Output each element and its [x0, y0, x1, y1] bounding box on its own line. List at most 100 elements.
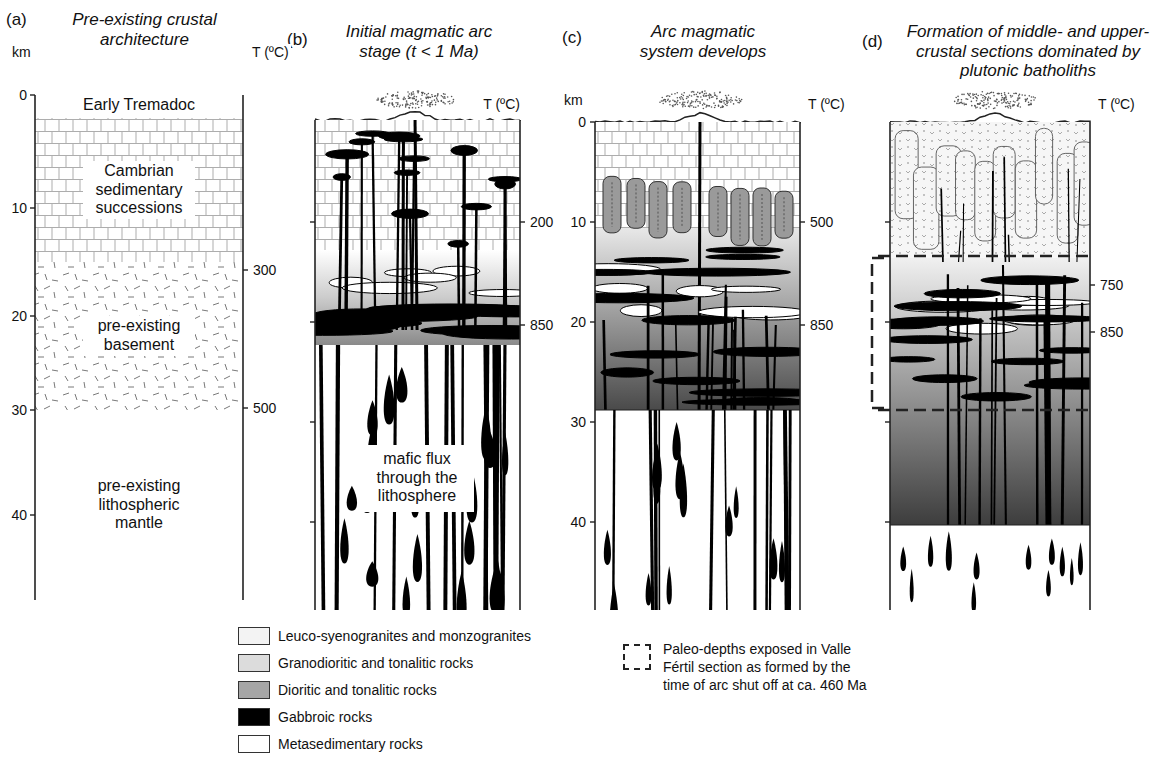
- eruption-stipple: [689, 94, 691, 96]
- eruption-stipple: [447, 96, 449, 98]
- gabbro-dyke: [1062, 275, 1064, 525]
- eruption-stipple: [957, 103, 959, 105]
- eruption-stipple: [680, 98, 682, 100]
- eruption-stipple: [684, 101, 686, 103]
- gabbro-dyke: [725, 410, 727, 610]
- label-slot: T (ºC): [481, 95, 522, 113]
- eruption-stipple: [967, 99, 969, 101]
- eruption-stipple: [666, 95, 668, 97]
- eruption-stipple: [396, 105, 398, 107]
- eruption-stipple: [1003, 97, 1005, 99]
- gabbro-sill: [682, 399, 800, 405]
- eruption-stipple: [710, 95, 712, 97]
- eruption-stipple: [408, 93, 410, 95]
- axis-tick: [800, 324, 805, 325]
- eruption-stipple: [695, 94, 697, 96]
- legend-text: Dioritic and tonalitic rocks: [278, 682, 437, 698]
- gabbro-pod: [725, 505, 732, 536]
- gabbro-dyke: [412, 159, 414, 330]
- depth-value: 0: [576, 114, 588, 130]
- gabbro-pod: [502, 433, 508, 476]
- gabbro-sill: [349, 139, 375, 145]
- eruption-stipple: [730, 101, 732, 103]
- pluton-core: [740, 194, 741, 239]
- eruption-stipple: [427, 97, 429, 99]
- eruption-stipple: [711, 106, 713, 108]
- gabbro-sill: [595, 293, 694, 302]
- eruption-stipple: [957, 99, 959, 101]
- eruption-stipple: [714, 94, 716, 96]
- eruption-stipple: [701, 91, 703, 93]
- eruption-stipple: [697, 105, 699, 107]
- eruption-stipple: [428, 93, 430, 95]
- gabbro-dyke: [1003, 265, 1006, 525]
- axis-unit: T (ºC): [806, 96, 847, 112]
- eruption-stipple: [696, 99, 698, 101]
- label-slot: 200: [528, 213, 555, 231]
- label-slot: 500: [251, 399, 278, 417]
- eruption-stipple: [721, 101, 723, 103]
- eruption-stipple: [428, 104, 430, 106]
- panel-art: [315, 120, 520, 610]
- eruption-stipple: [382, 97, 384, 99]
- eruption-stipple: [437, 93, 439, 95]
- eruption-stipple: [421, 101, 423, 103]
- eruption-stipple: [1004, 92, 1006, 94]
- axis-line: [314, 120, 316, 610]
- axis-tick: [590, 121, 595, 122]
- label-slot: 0: [17, 86, 29, 104]
- eruption-stipple: [703, 108, 705, 110]
- eruption-stipple: [1034, 97, 1036, 99]
- batholith-pluton: [913, 167, 938, 249]
- eruption-stipple: [971, 105, 973, 107]
- top-band: [35, 95, 243, 118]
- gabbro-dyke: [1045, 318, 1047, 525]
- eruption-stipple: [696, 99, 698, 101]
- eruption-stipple: [718, 105, 720, 107]
- eruption-stipple: [426, 101, 428, 103]
- gabbro-pod: [900, 546, 906, 571]
- eruption-stipple: [397, 102, 399, 104]
- eruption-stipple: [662, 100, 664, 102]
- sedimentary-layer: [35, 118, 243, 262]
- text-slot: Metasedimentary rocks: [278, 735, 423, 753]
- gabbro-dyke: [773, 325, 776, 410]
- gabbro-dyke: [994, 298, 996, 525]
- eruption-stipple: [720, 107, 722, 109]
- axis-line: [1089, 122, 1091, 610]
- gabbro-pod: [974, 552, 980, 579]
- eruption-stipple: [416, 96, 418, 98]
- eruption-stipple: [1007, 107, 1009, 109]
- text-slot: Initial magmatic arc stage (t < 1 Ma): [338, 22, 500, 61]
- eruption-stipple: [669, 96, 671, 98]
- eruption-stipple: [693, 106, 695, 108]
- gabbro-dyke: [992, 171, 994, 262]
- legend-text: Metasedimentary rocks: [278, 736, 423, 752]
- eruption-stipple: [417, 104, 419, 106]
- gabbro-sill: [379, 132, 420, 140]
- eruption-stipple: [679, 102, 681, 104]
- eruption-stipple: [721, 106, 723, 108]
- eruption-stipple: [682, 102, 684, 104]
- eruption-stipple: [686, 98, 688, 100]
- eruption-stipple: [1010, 105, 1012, 107]
- gabbro-dyke: [346, 154, 347, 330]
- diagram-panel: (a)Pre-existing crustal architectureCamb…: [0, 0, 285, 610]
- eruption-stipple: [983, 102, 985, 104]
- eruption-stipple: [411, 94, 413, 96]
- eruption-stipple: [965, 104, 967, 106]
- eruption-stipple: [1004, 94, 1006, 96]
- eruption-stipple: [715, 105, 717, 107]
- eruption-stipple: [998, 101, 1000, 103]
- eruption-stipple: [1029, 104, 1031, 106]
- eruption-stipple: [415, 99, 417, 101]
- eruption-stipple: [441, 95, 443, 97]
- gabbro-dyke: [462, 150, 466, 330]
- eruption-stipple: [377, 99, 379, 101]
- depth-value: 10: [568, 214, 588, 230]
- eruption-stipple: [985, 108, 987, 110]
- eruption-stipple: [697, 96, 699, 98]
- eruption-stipple: [968, 94, 970, 96]
- gabbro-sill: [443, 328, 520, 339]
- diorite-pluton: [673, 182, 691, 233]
